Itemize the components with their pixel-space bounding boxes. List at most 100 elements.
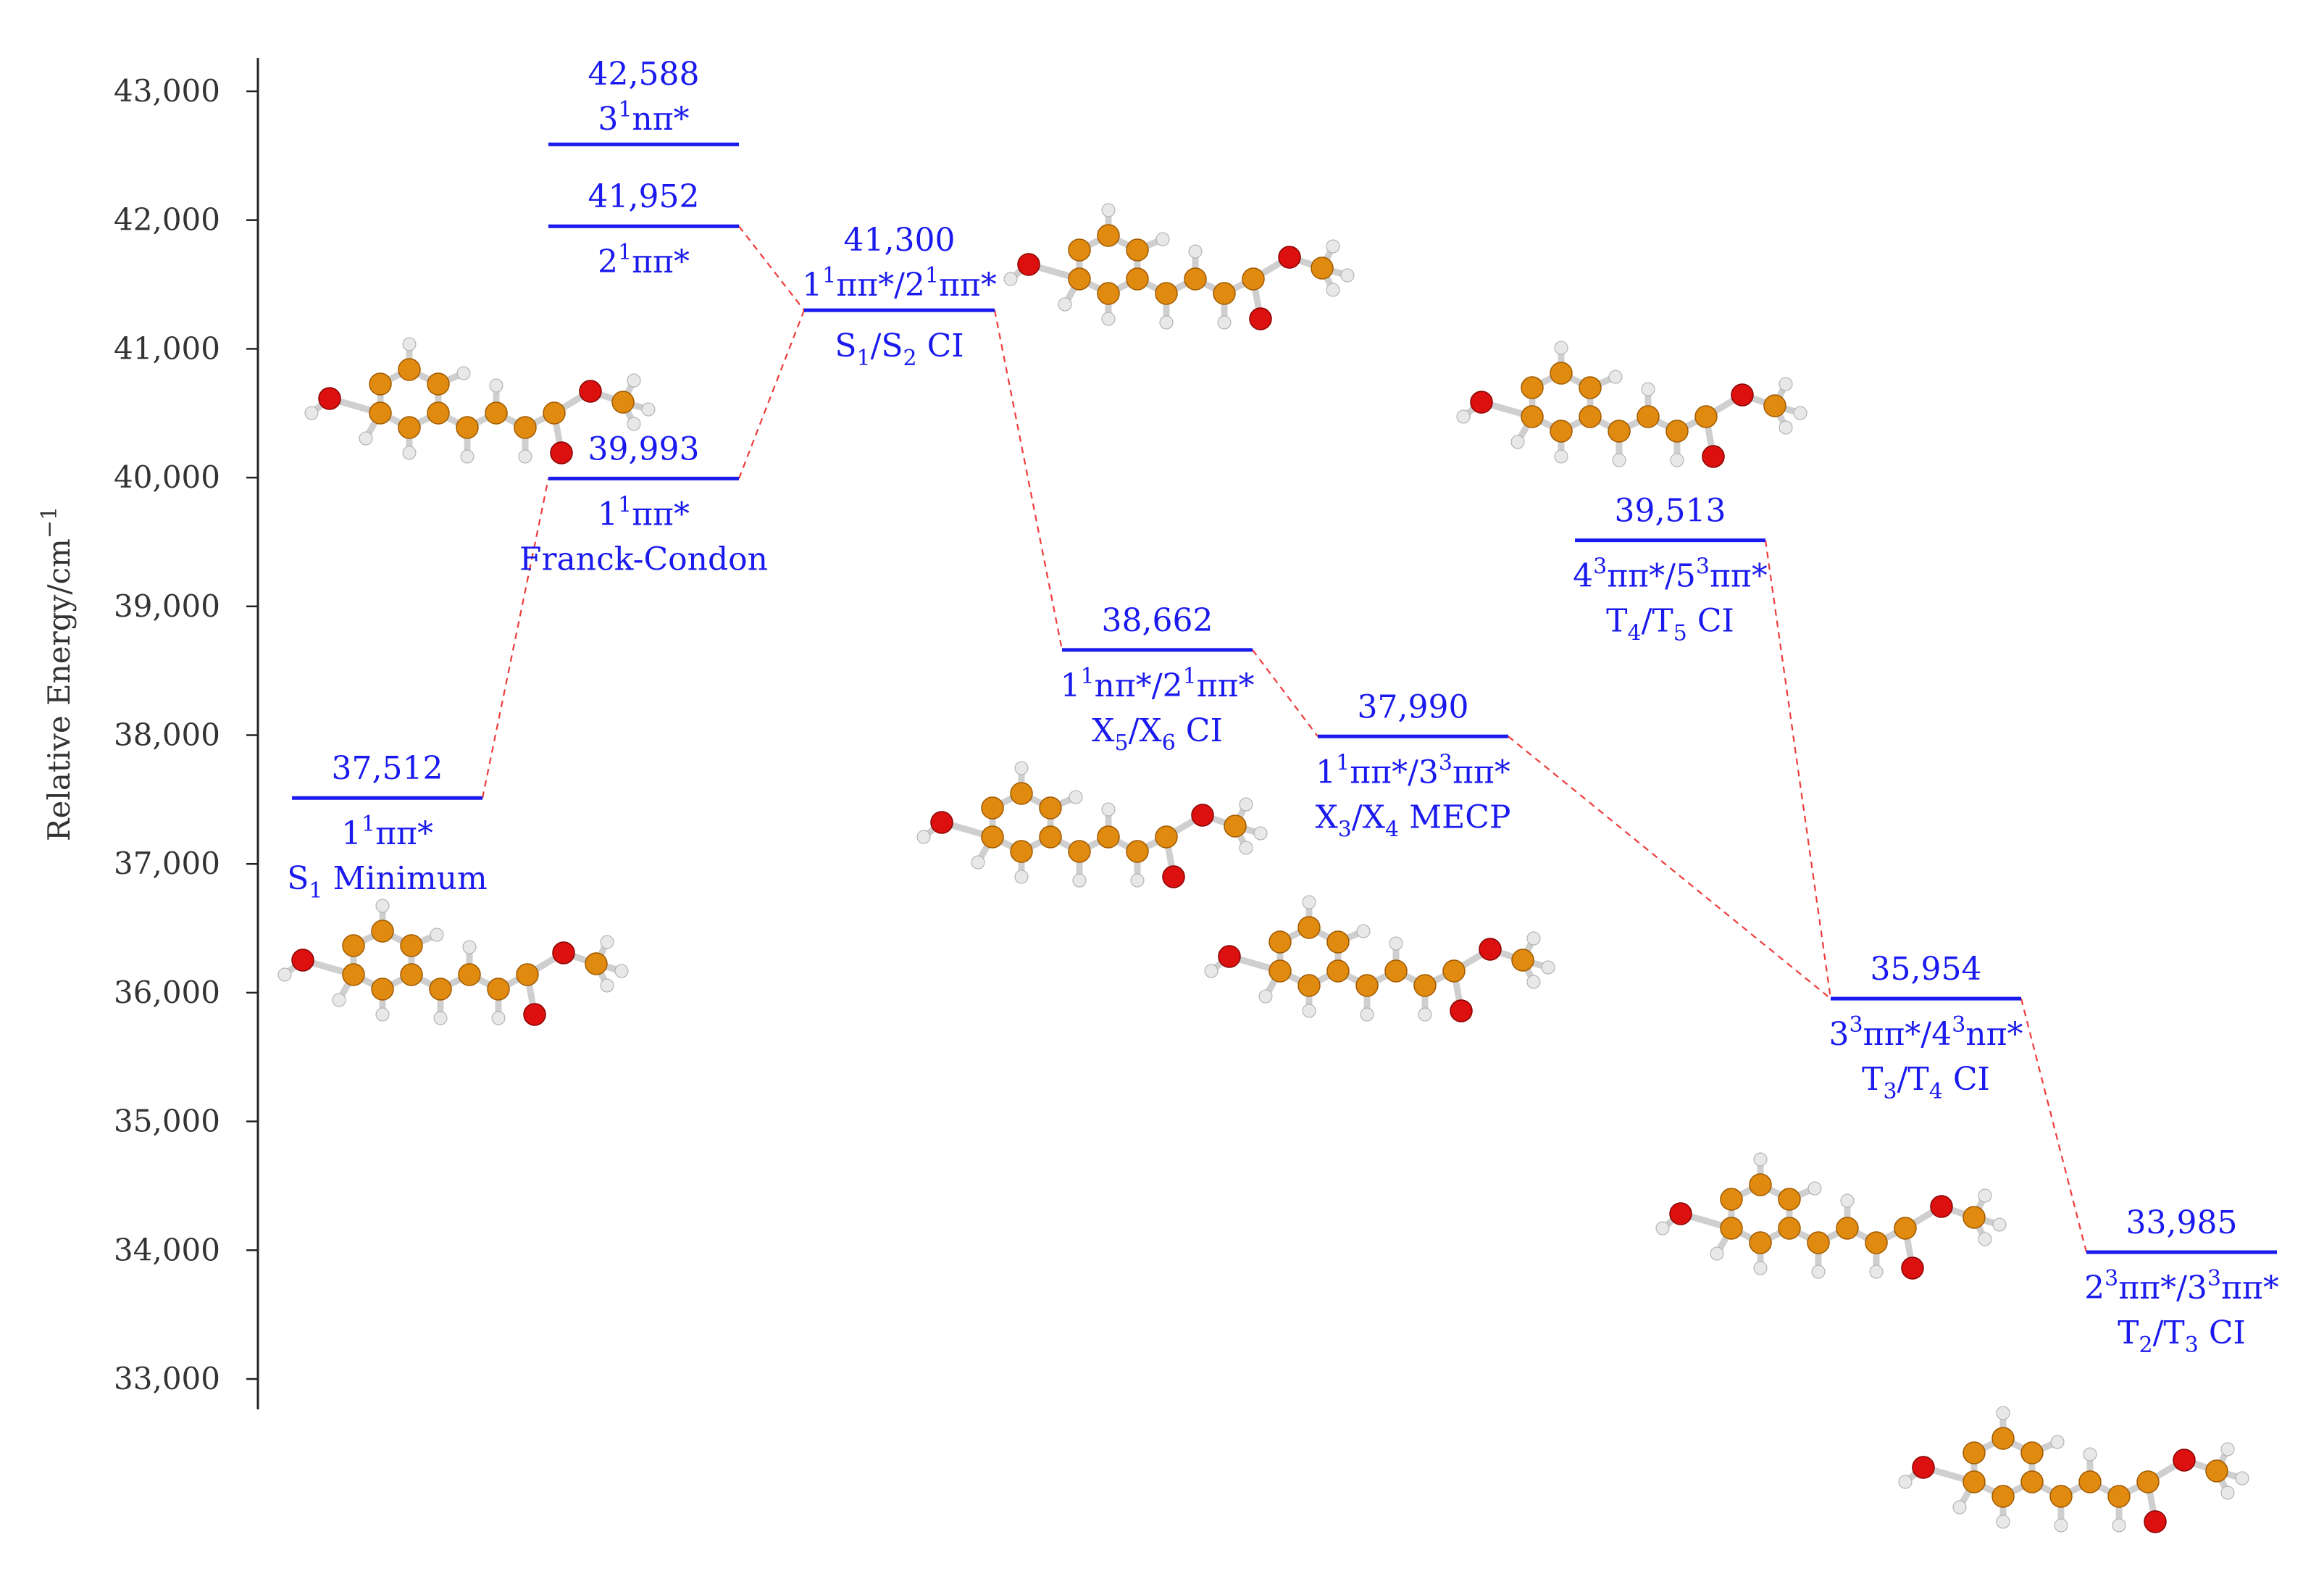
y-tick-label: 43,000 xyxy=(114,73,220,109)
hydrogen-atom xyxy=(1101,312,1116,326)
molecule-franck-condon xyxy=(304,337,656,464)
molecule-t3t4-ci xyxy=(1655,1152,2007,1280)
carbon-atom xyxy=(1126,840,1149,863)
level-state-label: 33ππ*/43nπ* xyxy=(1828,1012,2023,1053)
connector-x3x4-t3t4 xyxy=(1508,736,1831,999)
carbon-atom xyxy=(342,934,365,957)
level-state-label: 11ππ* xyxy=(598,492,690,533)
connector-fc-s1s2 xyxy=(737,309,806,479)
hydrogen-atom xyxy=(518,449,532,464)
hydrogen-atom xyxy=(430,928,444,942)
carbon-atom xyxy=(543,401,566,425)
carbon-atom xyxy=(1963,1206,1986,1229)
level-ci-label: S1/S2 CI xyxy=(835,328,964,371)
connectors xyxy=(481,225,2088,1253)
y-tick-label: 38,000 xyxy=(114,717,220,753)
carbon-atom xyxy=(369,372,392,396)
oxygen-atom xyxy=(523,1003,546,1026)
carbon-atom xyxy=(514,416,537,439)
oxygen-atom xyxy=(1191,804,1214,827)
hydrogen-atom xyxy=(627,417,641,431)
level-ci-label: S1 Minimum xyxy=(287,860,488,904)
hydrogen-atom xyxy=(1253,826,1268,841)
hydrogen-atom xyxy=(1811,1264,1826,1279)
hydrogen-atom xyxy=(433,1011,448,1025)
hydrogen-atom xyxy=(375,899,390,913)
carbon-atom xyxy=(487,978,510,1001)
hydrogen-atom xyxy=(1014,761,1029,775)
carbon-atom xyxy=(2136,1470,2160,1493)
carbon-atom xyxy=(1068,840,1091,863)
carbon-atom xyxy=(371,978,394,1001)
hydrogen-atom xyxy=(1807,1181,1822,1196)
level-state-label: 11nπ*/21ππ* xyxy=(1060,664,1254,704)
level-state-label: 31nπ* xyxy=(598,97,689,138)
y-tick-label: 34,000 xyxy=(114,1232,220,1267)
carbon-atom xyxy=(1268,930,1292,954)
hydrogen-atom xyxy=(641,402,656,417)
hydrogen-atom xyxy=(1992,1217,2007,1232)
hydrogen-atom xyxy=(1510,435,1525,449)
level-state-label: 11ππ* xyxy=(341,812,433,852)
carbon-atom xyxy=(1720,1188,1743,1211)
carbon-atom xyxy=(981,796,1004,820)
hydrogen-atom xyxy=(1340,268,1355,283)
y-tick-label: 36,000 xyxy=(114,975,220,1010)
oxygen-atom xyxy=(2144,1510,2167,1533)
carbon-atom xyxy=(981,825,1004,849)
hydrogen-atom xyxy=(1326,239,1340,254)
carbon-atom xyxy=(1991,1485,2015,1508)
hydrogen-atom xyxy=(277,967,292,982)
hydrogen-atom xyxy=(1612,453,1626,467)
oxygen-atom xyxy=(550,441,573,464)
carbon-atom xyxy=(1155,282,1178,305)
hydrogen-atom xyxy=(1554,341,1568,355)
carbon-atom xyxy=(342,963,365,986)
level-value-label: 33,985 xyxy=(2126,1204,2238,1241)
carbon-atom xyxy=(1297,974,1321,997)
oxygen-atom xyxy=(318,387,341,410)
carbon-atom xyxy=(1637,405,1660,428)
hydrogen-atom xyxy=(1302,1004,1316,1018)
level-value-label: 37,512 xyxy=(332,750,443,787)
carbon-atom xyxy=(1665,420,1689,443)
carbon-atom xyxy=(1963,1441,1986,1464)
hydrogen-atom xyxy=(1239,797,1253,812)
carbon-atom xyxy=(1311,257,1334,280)
hydrogen-atom xyxy=(1188,244,1203,259)
carbon-atom xyxy=(1579,405,1602,428)
hydrogen-atom xyxy=(1554,449,1568,464)
level-value-label: 39,993 xyxy=(588,430,700,467)
hydrogen-atom xyxy=(1360,1007,1374,1022)
carbon-atom xyxy=(1010,840,1033,863)
oxygen-atom xyxy=(1017,253,1040,276)
carbon-atom xyxy=(429,978,452,1001)
level-ci-label: Franck-Condon xyxy=(519,541,768,578)
level-value-label: 41,952 xyxy=(588,178,700,215)
carbon-atom xyxy=(1550,362,1573,385)
hydrogen-atom xyxy=(1952,1500,1967,1514)
hydrogen-atom xyxy=(1898,1475,1913,1489)
hydrogen-atom xyxy=(1389,936,1403,951)
carbon-atom xyxy=(1068,238,1091,262)
carbon-atom xyxy=(1720,1217,1743,1240)
hydrogen-atom xyxy=(1778,377,1793,391)
hydrogen-atom xyxy=(2235,1471,2249,1485)
molecule-t2t3-ci xyxy=(1898,1406,2249,1533)
hydrogen-atom xyxy=(332,993,346,1007)
hydrogen-atom xyxy=(1258,989,1273,1004)
carbon-atom xyxy=(2020,1441,2044,1464)
hydrogen-atom xyxy=(402,337,417,351)
carbon-atom xyxy=(1297,916,1321,939)
carbon-atom xyxy=(1991,1427,2015,1450)
molecule-s1s2-ci xyxy=(1003,203,1355,330)
hydrogen-atom xyxy=(627,373,641,388)
carbon-atom xyxy=(400,934,423,957)
oxygen-atom xyxy=(1479,938,1502,961)
hydrogen-atom xyxy=(1072,873,1087,888)
carbon-atom xyxy=(458,963,481,986)
level-ci-label: X5/X6 CI xyxy=(1092,712,1223,756)
carbon-atom xyxy=(369,401,392,425)
